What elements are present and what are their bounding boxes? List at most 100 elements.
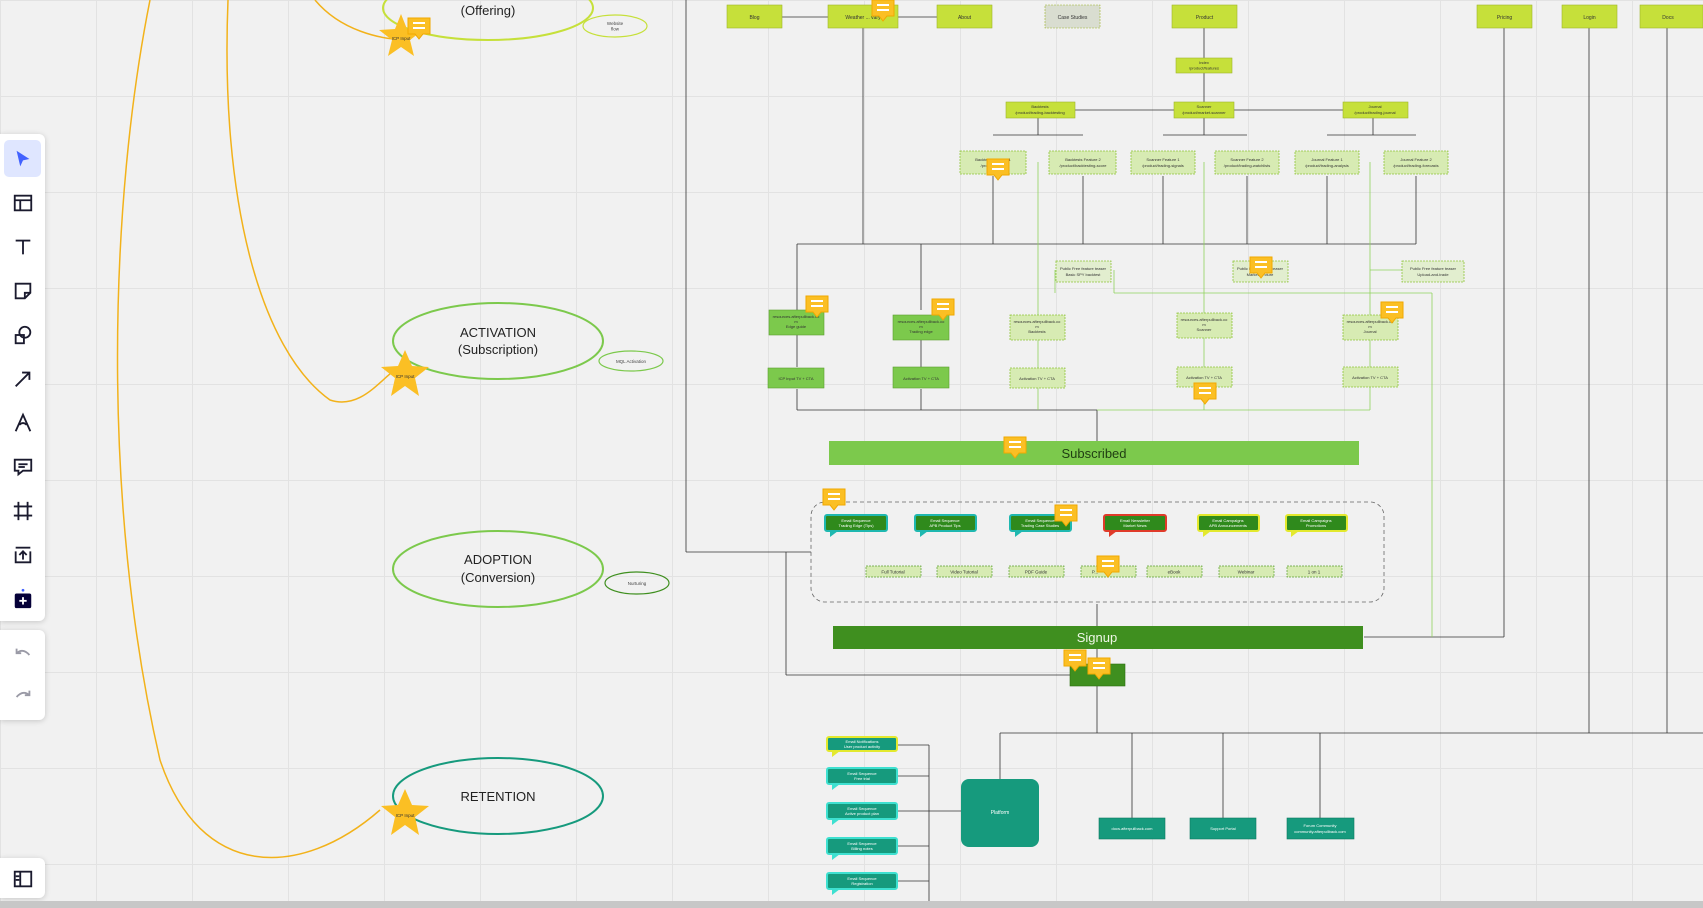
resource-label-3: Edge guide — [786, 324, 807, 329]
nav-blog[interactable]: Blog — [726, 4, 783, 29]
text-icon — [15, 239, 30, 254]
comment-icon[interactable] — [1193, 382, 1217, 405]
email-label: Email Sequence — [1025, 518, 1055, 523]
icp-star-offering[interactable]: ICP Input — [379, 14, 423, 56]
feature-journal-2[interactable]: Journal Feature 2/product/trading-foreca… — [1383, 150, 1449, 175]
stage-retention[interactable]: RETENTION — [392, 757, 604, 835]
sticky-note-tool[interactable] — [4, 272, 41, 309]
comment-tool[interactable] — [4, 448, 41, 485]
undo-button[interactable] — [4, 636, 41, 673]
email-sub: Trading Edge (Tips) — [838, 523, 874, 528]
cta-activation-4[interactable]: Activation TV + CTA — [1342, 366, 1399, 388]
stage-activation[interactable]: ACTIVATION (Subscription) — [392, 302, 604, 380]
upload-tool[interactable] — [4, 536, 41, 573]
email-label: Email Sequence — [930, 518, 960, 523]
nav-case-studies[interactable]: Case Studies — [1044, 4, 1101, 29]
feature-scanner-1[interactable]: Scanner Feature 1/product/trading-signal… — [1130, 150, 1196, 175]
frame-tool[interactable] — [4, 492, 41, 529]
arrow-icon — [14, 371, 30, 387]
comment-icon[interactable] — [986, 158, 1010, 181]
node-forum[interactable]: Forum Communitycommunity.afterpullback.c… — [1286, 817, 1355, 840]
node-support-label: Support Portal — [1210, 826, 1236, 831]
nav-product[interactable]: Product — [1171, 4, 1238, 29]
feature-scanner-2[interactable]: Scanner Feature 2/product/trading-watchl… — [1214, 150, 1280, 175]
node-support[interactable]: Support Portal — [1189, 817, 1257, 840]
product-backtests[interactable]: Backtests/product/trading-backtesting — [1005, 101, 1076, 119]
product-index[interactable]: Index/product/features — [1175, 57, 1233, 74]
stage-offering-tag[interactable]: Website flow — [582, 14, 648, 38]
platform-label: Platform — [991, 810, 1010, 816]
bottom-scrollbar[interactable] — [0, 901, 1703, 908]
retention-sub: Active product plan — [845, 811, 879, 816]
redo-button[interactable] — [4, 678, 41, 715]
cta-icp[interactable]: ICP Input TV + CTA — [767, 367, 825, 389]
platform-node[interactable]: Platform — [961, 779, 1039, 847]
adoption-group[interactable] — [810, 501, 1385, 603]
stage-adoption-title: ADOPTION — [464, 552, 532, 567]
cta-activation-1[interactable]: Activation TV + CTA — [892, 366, 950, 389]
icp-star-activation[interactable]: ICP Input — [381, 350, 429, 396]
icp-star-retention[interactable]: ICP Input — [381, 789, 429, 835]
content-label: P... — [1092, 570, 1098, 575]
redo-icon — [15, 690, 30, 698]
content-ebook[interactable]: eBook — [1146, 565, 1203, 578]
email-sub: APB Announcements — [1209, 523, 1247, 528]
more-apps-tool[interactable] — [4, 580, 41, 617]
feature-journal-1[interactable]: Journal Feature 1/product/trading-analys… — [1294, 150, 1360, 175]
cta-activation-2[interactable]: Activation TV + CTA — [1009, 367, 1066, 389]
pages-panel-tool[interactable] — [4, 860, 41, 897]
arrow-tool[interactable] — [4, 360, 41, 397]
product-scanner[interactable]: Scanner/product/market-scanner — [1173, 101, 1235, 119]
text-tool[interactable] — [4, 228, 41, 265]
pen-tool[interactable] — [4, 404, 41, 441]
subscribed-banner[interactable]: Subscribed — [829, 441, 1359, 465]
content-full-tutorial[interactable]: Full Tutorial — [865, 565, 922, 578]
content-video-tutorial[interactable]: Video Tutorial — [936, 565, 993, 578]
nav-about[interactable]: About — [936, 4, 993, 29]
shapes-tool[interactable] — [4, 316, 41, 353]
product-journal[interactable]: Journal/product/trading-journal — [1342, 101, 1409, 119]
content-one-on-one[interactable]: 1 on 1 — [1286, 565, 1343, 578]
node-docs[interactable]: docs.afterpullback.com — [1098, 817, 1166, 840]
pages-panel-button[interactable] — [0, 858, 45, 898]
signup-banner[interactable]: Signup — [833, 626, 1363, 649]
stage-adoption[interactable]: ADOPTION (Conversion) — [392, 530, 604, 608]
teaser-label: Public Free feature teaser — [1060, 266, 1107, 271]
cta-label: Activation TV + CTA — [1352, 375, 1388, 380]
template-tool[interactable] — [4, 184, 41, 221]
nav-pricing[interactable]: Pricing — [1476, 4, 1533, 29]
feature-backtests-2[interactable]: Backtests Feature 2/product/backtesting-… — [1048, 150, 1117, 175]
content-webinar[interactable]: Webinar — [1218, 565, 1275, 578]
content-pdf-guide[interactable]: PDF Guide — [1008, 565, 1065, 578]
select-tool[interactable] — [4, 140, 41, 177]
nav-docs[interactable]: Docs — [1639, 4, 1703, 29]
content-label: Full Tutorial — [881, 570, 904, 575]
nav-login[interactable]: Login — [1561, 4, 1618, 29]
node-docs-label: docs.afterpullback.com — [1112, 826, 1154, 831]
comment-icon[interactable] — [822, 488, 846, 511]
resource-label: resources.afterpullback.co — [1347, 319, 1394, 324]
teaser-upload[interactable]: Public Free feature teaserUpload-and-tra… — [1401, 260, 1465, 283]
stage-activation-tag[interactable]: MQL Activation — [598, 350, 664, 372]
stage-offering[interactable]: (Offering) — [382, 0, 594, 41]
stage-adoption-tag[interactable]: Nurturing — [604, 571, 670, 595]
resource-label-2: m — [794, 319, 798, 324]
email-label: Email Newsletter — [1120, 518, 1151, 523]
